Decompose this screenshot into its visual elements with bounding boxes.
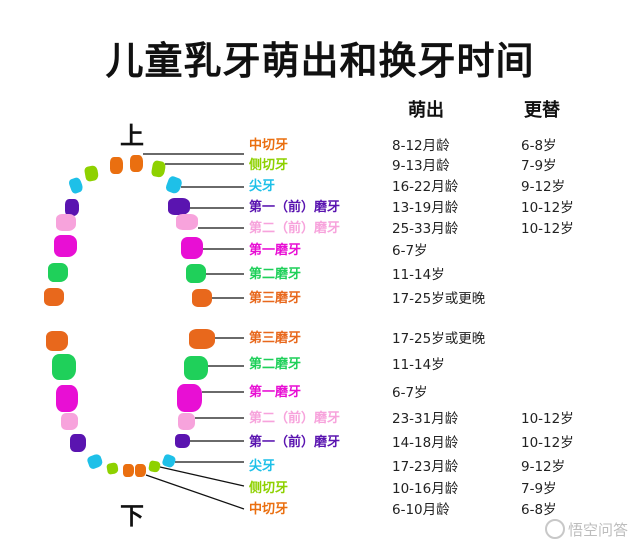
tooth-name: 第三磨牙	[249, 331, 302, 346]
upper-tooth-row: 第一（前）磨牙 13-19月龄 10-12岁	[0, 198, 640, 218]
erupt-time: 11-14岁	[392, 267, 445, 283]
upper-first_molar-right-tooth	[181, 237, 203, 259]
erupt-time: 8-12月龄	[392, 138, 450, 154]
lower-central_incisor-right-tooth	[135, 464, 146, 477]
replace-time: 7-9岁	[521, 158, 557, 174]
lower-tooth-row: 侧切牙 10-16月龄 7-9岁	[0, 479, 640, 499]
upper-second_molar_front-left-tooth	[56, 214, 76, 231]
replace-time: 10-12岁	[521, 435, 574, 451]
tooth-name: 侧切牙	[249, 481, 289, 496]
lower-first_molar_front-left-tooth	[70, 434, 86, 452]
leader-lower-central	[145, 474, 245, 510]
lower-tooth-row: 尖牙 17-23月龄 9-12岁	[0, 457, 640, 477]
lower-third_molar-left-tooth	[46, 331, 68, 351]
upper-second_molar-left-tooth	[48, 263, 68, 282]
erupt-time: 6-7岁	[392, 385, 428, 401]
tooth-name: 第二（前）磨牙	[249, 411, 341, 426]
lower-second_molar_front-left-tooth	[61, 413, 78, 430]
watermark: 悟空问答	[544, 519, 628, 540]
lower-jaw-label: 下	[120, 502, 144, 530]
lower-tooth-row: 第二（前）磨牙 23-31月龄 10-12岁	[0, 409, 640, 429]
replace-time: 10-12岁	[521, 411, 574, 427]
upper-second_molar_front-right-tooth	[176, 214, 198, 230]
erupt-time: 25-33月龄	[392, 221, 459, 237]
upper-tooth-row: 中切牙 8-12月龄 6-8岁	[0, 136, 640, 156]
lower-first_molar-left-tooth	[56, 385, 78, 412]
upper-tooth-row: 侧切牙 9-13月龄 7-9岁	[0, 156, 640, 176]
lower-second_molar-right-tooth	[184, 356, 208, 380]
lower-tooth-row: 中切牙 6-10月龄 6-8岁	[0, 500, 640, 520]
erupt-time: 6-10月龄	[392, 502, 450, 518]
replace-time: 9-12岁	[521, 179, 566, 195]
upper-first_molar_front-right-tooth	[168, 198, 190, 215]
header-erupt: 萌出	[408, 100, 444, 121]
replace-time: 7-9岁	[521, 481, 557, 497]
tooth-name: 第三磨牙	[249, 291, 302, 306]
tooth-name: 第一磨牙	[249, 243, 302, 258]
tooth-name: 中切牙	[249, 502, 289, 517]
upper-tooth-row: 第二磨牙 11-14岁	[0, 265, 640, 285]
lower-tooth-row: 第三磨牙 17-25岁或更晚	[0, 329, 640, 349]
upper-first_molar_front-left-tooth	[65, 199, 79, 216]
lower-central_incisor-left-tooth	[123, 464, 134, 477]
tooth-name: 侧切牙	[249, 158, 289, 173]
tooth-name: 中切牙	[249, 138, 289, 153]
erupt-time: 14-18月龄	[392, 435, 459, 451]
erupt-time: 17-25岁或更晚	[392, 331, 486, 347]
wukong-logo-icon	[544, 519, 565, 539]
tooth-name: 第一（前）磨牙	[249, 435, 341, 450]
lower-second_molar-left-tooth	[52, 354, 76, 380]
lower-first_molar-right-tooth	[177, 384, 202, 412]
erupt-time: 10-16月龄	[392, 481, 459, 497]
erupt-time: 16-22月龄	[392, 179, 459, 195]
replace-time: 9-12岁	[521, 459, 566, 475]
tooth-name: 第二（前）磨牙	[249, 221, 341, 236]
lower-tooth-row: 第二磨牙 11-14岁	[0, 355, 640, 375]
tooth-name: 第一（前）磨牙	[249, 200, 341, 215]
erupt-time: 6-7岁	[392, 243, 428, 259]
erupt-time: 17-23月龄	[392, 459, 459, 475]
tooth-name: 第二磨牙	[249, 267, 302, 282]
lower-tooth-row: 第一（前）磨牙 14-18月龄 10-12岁	[0, 433, 640, 453]
replace-time: 6-8岁	[521, 502, 557, 518]
replace-time: 10-12岁	[521, 200, 574, 216]
upper-central_incisor-left-tooth	[110, 157, 123, 174]
replace-time: 6-8岁	[521, 138, 557, 154]
upper-tooth-row: 第二（前）磨牙 25-33月龄 10-12岁	[0, 219, 640, 239]
erupt-time: 23-31月龄	[392, 411, 459, 427]
tooth-name: 尖牙	[249, 179, 276, 194]
upper-second_molar-right-tooth	[186, 264, 206, 283]
upper-third_molar-left-tooth	[44, 288, 64, 306]
tooth-name: 尖牙	[249, 459, 276, 474]
page-title: 儿童乳牙萌出和换牙时间	[105, 39, 535, 83]
erupt-time: 9-13月龄	[392, 158, 450, 174]
erupt-time: 11-14岁	[392, 357, 445, 373]
tooth-name: 第一磨牙	[249, 385, 302, 400]
upper-central_incisor-right-tooth	[130, 155, 143, 172]
watermark-text: 悟空问答	[567, 521, 628, 539]
upper-jaw-label: 上	[120, 122, 144, 150]
erupt-time: 13-19月龄	[392, 200, 459, 216]
replace-time: 10-12岁	[521, 221, 574, 237]
upper-third_molar-right-tooth	[192, 289, 212, 307]
lower-first_molar_front-right-tooth	[175, 434, 190, 448]
erupt-time: 17-25岁或更晚	[392, 291, 486, 307]
upper-tooth-row: 第一磨牙 6-7岁	[0, 241, 640, 261]
lower-tooth-row: 第一磨牙 6-7岁	[0, 383, 640, 403]
lower-third_molar-right-tooth	[189, 329, 215, 349]
lower-second_molar_front-right-tooth	[178, 413, 195, 430]
header-replace: 更替	[524, 100, 560, 121]
tooth-name: 第二磨牙	[249, 357, 302, 372]
leader-lower-lateral	[159, 466, 245, 487]
upper-tooth-row: 第三磨牙 17-25岁或更晚	[0, 289, 640, 309]
upper-first_molar-left-tooth	[54, 235, 77, 257]
upper-tooth-row: 尖牙 16-22月龄 9-12岁	[0, 177, 640, 197]
